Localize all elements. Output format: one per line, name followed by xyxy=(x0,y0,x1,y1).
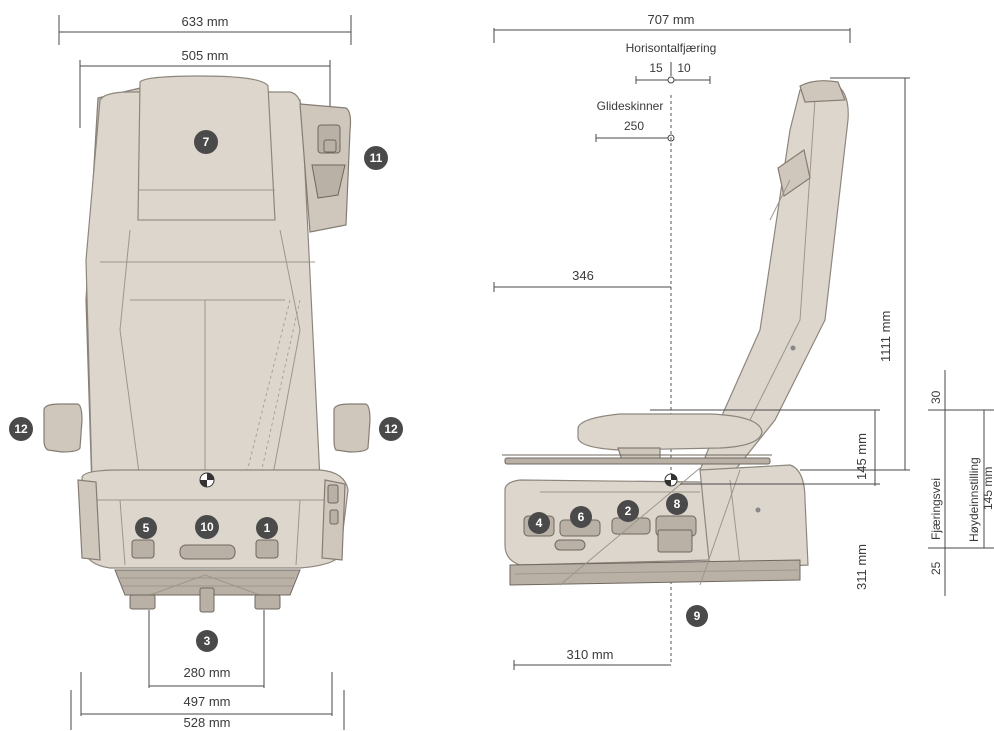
backrest-width-label: 505 mm xyxy=(182,48,229,63)
travel-bottom-label: 25 xyxy=(929,561,943,575)
cushion-depth-label: 310 mm xyxy=(567,647,614,662)
height-adjustment-label: Høydeinnstilling xyxy=(967,457,981,542)
seat-side-illustration xyxy=(502,80,849,586)
base-width-outer-label: 528 mm xyxy=(184,715,231,730)
svg-text:11: 11 xyxy=(370,151,383,165)
dim-backrest-width: 505 mm xyxy=(79,48,331,128)
svg-text:2: 2 xyxy=(625,504,632,518)
horizontal-suspension-right: 10 xyxy=(677,61,691,75)
base-width-inner-label: 497 mm xyxy=(184,694,231,709)
mount-spacing-label: 280 mm xyxy=(184,665,231,680)
dim-mount-spacing: 280 mm xyxy=(148,610,265,688)
badge-11: 11 xyxy=(364,146,388,170)
svg-text:5: 5 xyxy=(143,521,150,535)
badge-10: 10 xyxy=(195,515,219,539)
travel-top-label: 30 xyxy=(929,390,943,404)
badge-1: 1 xyxy=(256,517,278,539)
svg-text:10: 10 xyxy=(200,520,214,534)
horizontal-suspension-label: Horisontalfjæring xyxy=(626,41,717,55)
svg-text:8: 8 xyxy=(674,497,681,511)
suspension-travel-label: Fjæringsvei xyxy=(929,478,943,540)
svg-text:7: 7 xyxy=(203,135,210,149)
front-view: 633 mm 505 mm xyxy=(9,14,403,730)
svg-text:1: 1 xyxy=(264,521,271,535)
height-adjustment-value: 145 mm xyxy=(981,467,994,510)
svg-text:12: 12 xyxy=(384,422,398,436)
dim-seat-reference: 346 xyxy=(493,268,671,292)
dim-overall-width: 633 mm xyxy=(58,14,352,45)
badge-5: 5 xyxy=(135,517,157,539)
overall-height-label: 1111 mm xyxy=(878,311,893,362)
badge-4: 4 xyxy=(528,512,550,534)
slide-rails-value: 250 xyxy=(624,119,644,133)
horizontal-suspension-left: 15 xyxy=(649,61,663,75)
svg-text:9: 9 xyxy=(694,609,701,623)
badge-12-left: 12 xyxy=(9,417,33,441)
seat-reference-label: 346 xyxy=(572,268,594,283)
svg-text:3: 3 xyxy=(204,634,211,648)
svg-text:4: 4 xyxy=(536,516,543,530)
badge-3: 3 xyxy=(196,630,218,652)
dim-sip-floor-height: 311 mm xyxy=(854,470,876,590)
dim-horizontal-suspension: Horisontalfjæring 15 10 xyxy=(626,41,717,84)
svg-text:6: 6 xyxy=(578,510,585,524)
badge-7: 7 xyxy=(194,130,218,154)
overall-depth-label: 707 mm xyxy=(648,12,695,27)
dim-overall-depth: 707 mm xyxy=(493,12,851,43)
slide-rails-label: Glideskinner xyxy=(597,99,664,113)
dim-base-width-outer: 528 mm xyxy=(70,690,345,730)
badge-12-right: 12 xyxy=(379,417,403,441)
dim-base-width-inner: 497 mm xyxy=(80,672,333,716)
sip-marker-icon xyxy=(199,472,215,488)
dim-suspension-travel: 30 25 Fjæringsvei Høydeinnstilling 145 m… xyxy=(928,370,994,596)
badge-2: 2 xyxy=(617,500,639,522)
dim-overall-height: 1111 mm xyxy=(800,77,910,471)
side-view: 707 mm Horisontalfjæring 15 10 Glideskin… xyxy=(493,12,994,670)
svg-text:12: 12 xyxy=(14,422,28,436)
sip-floor-height-label: 311 mm xyxy=(854,544,869,590)
sip-marker-side-icon xyxy=(664,473,678,487)
dim-cushion-depth: 310 mm xyxy=(513,647,671,670)
badge-6: 6 xyxy=(570,506,592,528)
armrest-height-label: 145 mm xyxy=(854,433,869,480)
badge-9: 9 xyxy=(686,605,708,627)
dim-slide-rails: Glideskinner 250 xyxy=(595,99,675,142)
badge-8: 8 xyxy=(666,493,688,515)
overall-width-label: 633 mm xyxy=(182,14,229,29)
